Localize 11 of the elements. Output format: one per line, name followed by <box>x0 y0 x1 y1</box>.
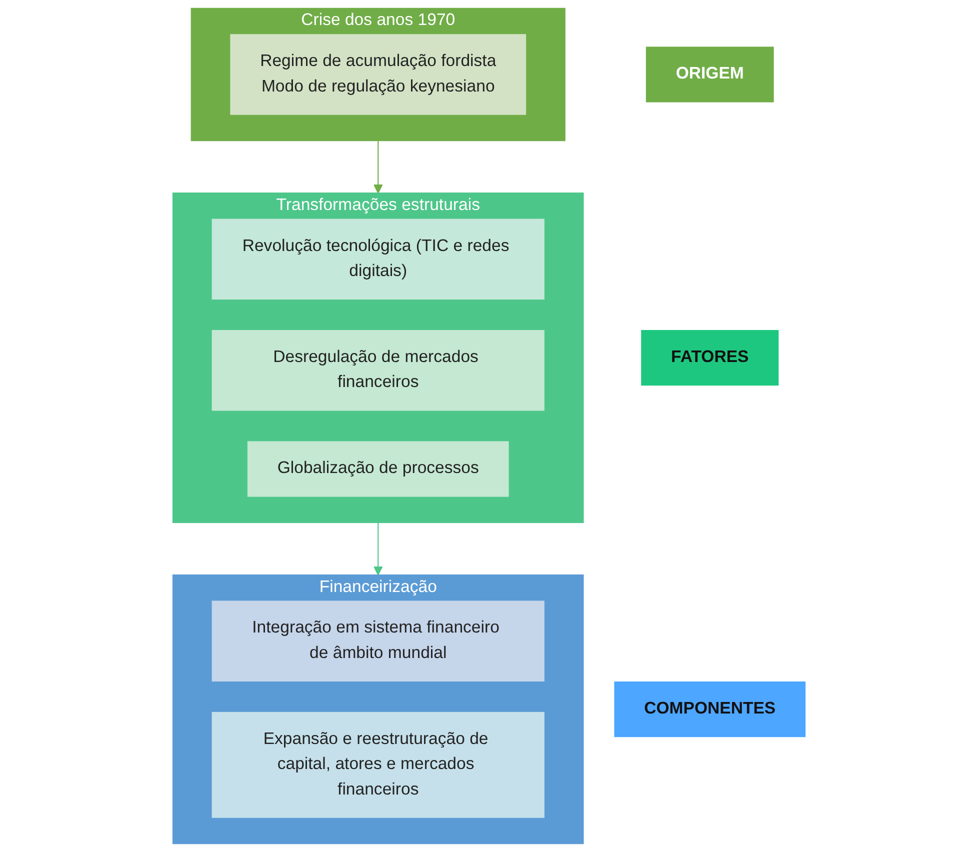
node-box: ORIGEM <box>646 46 774 102</box>
node-box: Globalização de processos <box>247 441 509 497</box>
node-box: Revolução tecnológica (TIC e redes digitais) <box>212 218 544 300</box>
arrow <box>374 522 383 576</box>
node-box: Desregulação de mercados financeiros <box>212 330 544 411</box>
arrow <box>374 140 383 194</box>
node-box: FATORES <box>641 330 779 386</box>
node-box: Regime de acumulação fordista Modo de regulação keynesiano <box>230 34 526 115</box>
node-box: Integração em sistema financeiro de âmbito mundial <box>212 600 544 682</box>
node-box: COMPONENTES <box>614 682 806 738</box>
node-box: Expansão e reestruturação de capital, atores e mercados financeiros <box>212 712 544 818</box>
